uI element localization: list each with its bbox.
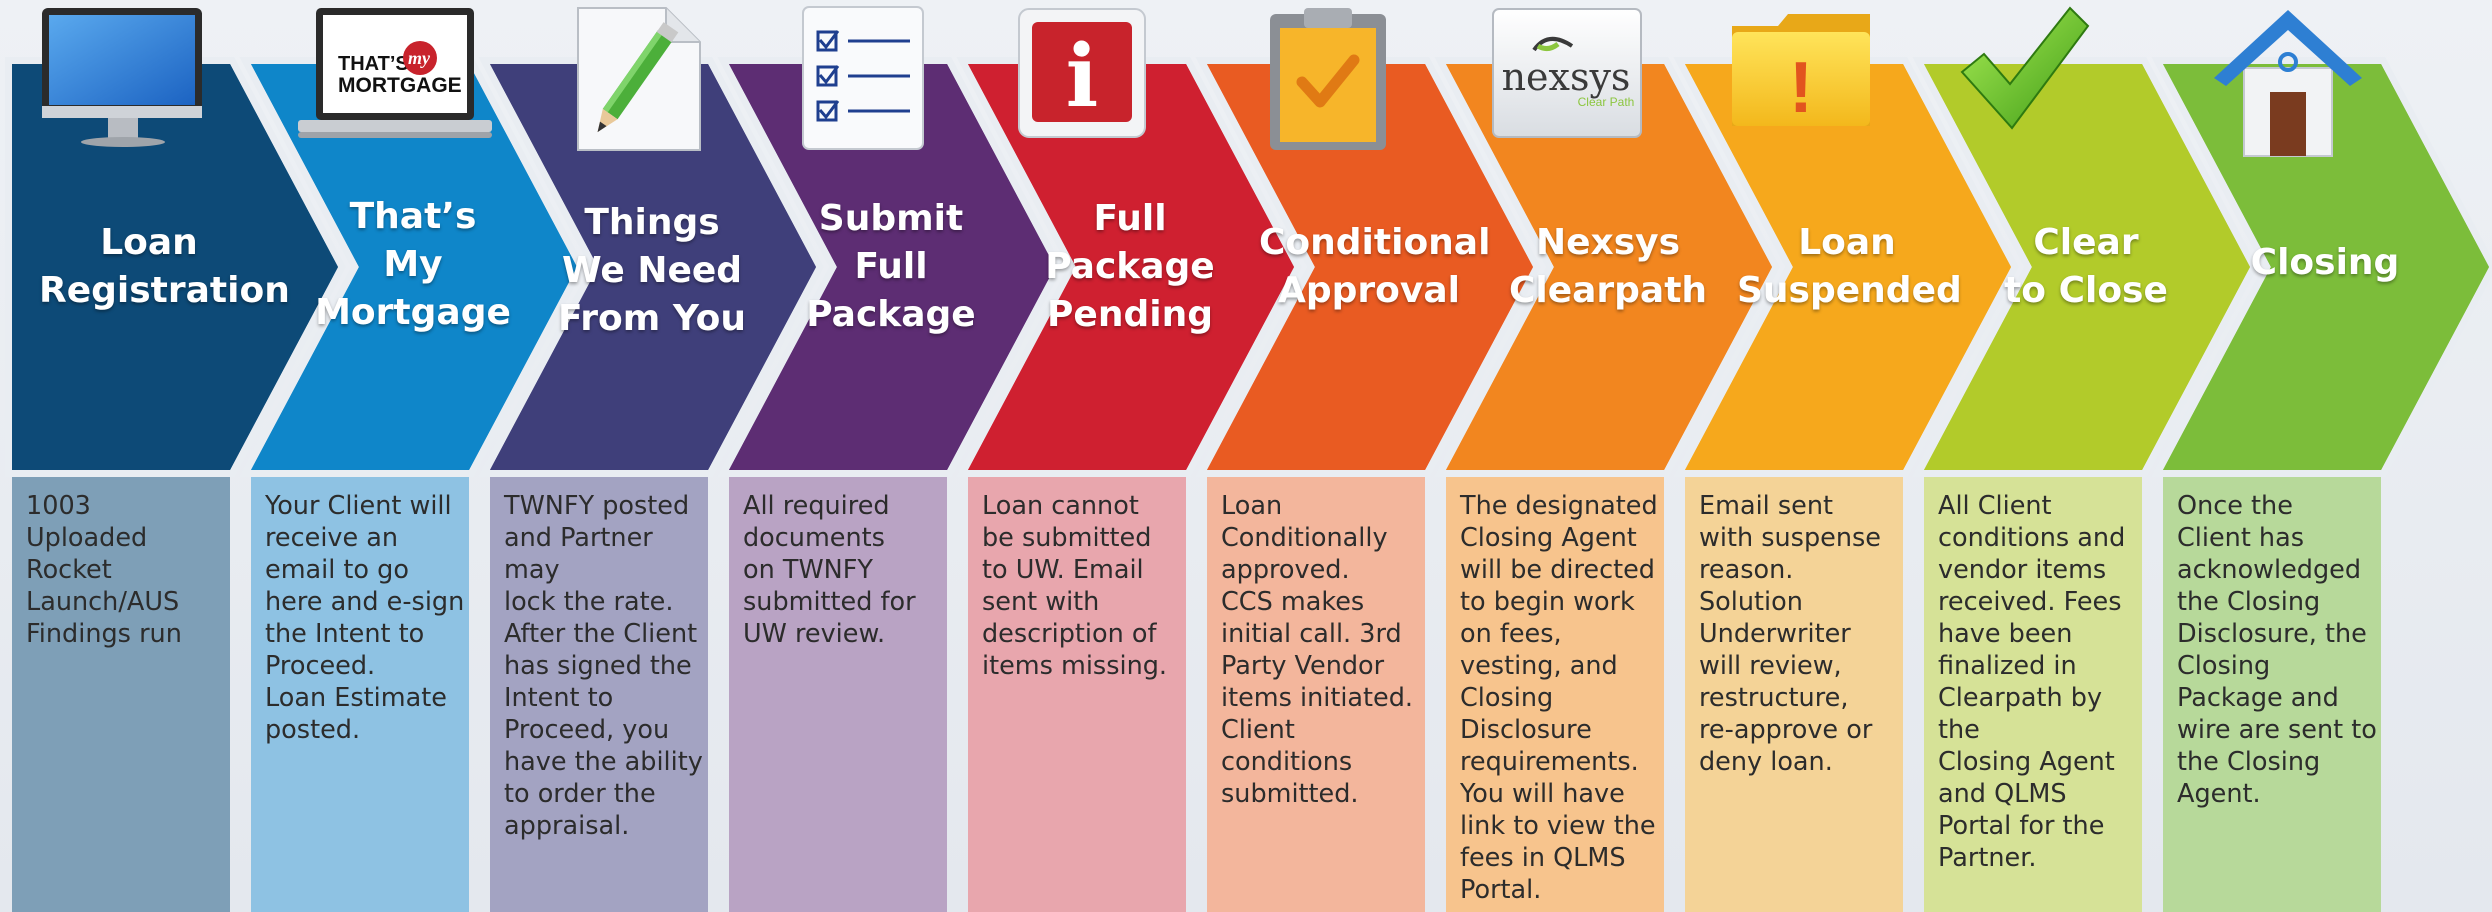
clipboard-check-icon xyxy=(1270,8,1386,150)
stage-description-panel xyxy=(729,470,947,912)
info-icon: i xyxy=(1018,8,1146,138)
stage-chevron-fill xyxy=(968,64,1294,470)
stage-description-panel xyxy=(1924,470,2142,912)
stage-title-line: Suspended xyxy=(1737,270,1962,311)
nexsys-logo-icon: nexsys Clear Path xyxy=(1492,8,1642,138)
stage-chevron-fill xyxy=(251,64,577,470)
folder-alert-icon: ! xyxy=(1732,14,1870,128)
document-pencil-icon xyxy=(577,7,701,151)
stage-description: 1003 Uploaded Rocket Launch/AUS Findings… xyxy=(26,491,182,649)
checklist-icon xyxy=(802,6,924,150)
stage-chevron-fill xyxy=(1685,64,2011,470)
stage-title-line: to Close xyxy=(2004,270,2168,311)
checkmark-icon xyxy=(1960,6,2090,130)
stage-description-panel xyxy=(968,470,1186,912)
stage-title-line: Mortgage xyxy=(315,292,511,333)
stage-description-panel xyxy=(490,470,708,912)
stage-title-line: My xyxy=(383,244,443,285)
stage-description: Email sent with suspense reason. Solutio… xyxy=(1699,491,1881,777)
thats-my-mortgage-logo-thats: THAT’S xyxy=(338,53,409,75)
stage-description-panel xyxy=(251,470,469,912)
house-icon xyxy=(2214,10,2362,157)
stage-title-line: Loan xyxy=(1798,222,1896,263)
stage-description-panel xyxy=(1446,470,1664,912)
stage-title-line: We Need xyxy=(561,250,743,291)
stage-description-panel xyxy=(12,470,230,912)
thats-my-mortgage-logo-mortgage: MORTGAGE xyxy=(338,74,462,97)
stage-chevron-fill xyxy=(1446,64,1772,470)
stage-description-panel xyxy=(1207,470,1425,912)
stage-chevron-fill xyxy=(490,64,816,470)
stage-title-line: Clearpath xyxy=(1508,270,1708,311)
alert-glyph: ! xyxy=(1789,48,1813,128)
stage-title-line: Loan xyxy=(100,222,198,263)
stage-description: Loan Conditionally approved. CCS makes i… xyxy=(1221,491,1414,809)
stage-chevron-fill xyxy=(729,64,1055,470)
thats-my-mortgage-logo-my: my xyxy=(408,48,431,68)
stage-title-line: Clear xyxy=(2033,222,2139,263)
stage-title-line: Things xyxy=(584,202,720,243)
stage-title-line: Package xyxy=(806,294,976,335)
stage-chevron-fill xyxy=(1924,64,2250,470)
stage-description: Loan cannot be submitted to UW. Email se… xyxy=(982,491,1168,681)
stage-title-line: Approval xyxy=(1278,270,1460,311)
stage-title-line: Submit xyxy=(818,198,964,239)
stage-title-line: Full xyxy=(854,246,928,287)
stage-title-line: From You xyxy=(558,298,746,339)
stage-description: TWNFY posted and Partner may lock the ra… xyxy=(504,491,703,841)
stage-title-line: Package xyxy=(1045,246,1215,287)
stage-chevron-fill xyxy=(1207,64,1533,470)
stage-title-line: Registration xyxy=(39,270,290,311)
laptop-icon: THAT’S my MORTGAGE xyxy=(298,8,492,138)
stage-title-line: That’s xyxy=(349,196,477,237)
stage-title-line: Closing xyxy=(2250,242,2400,283)
nexsys-logo-tag: Clear Path xyxy=(1578,95,1635,109)
stage-title-line: Nexsys xyxy=(1535,222,1681,263)
stage-description: All required documents on TWNFY submitte… xyxy=(743,491,916,649)
stage-description: All Client conditions and vendor items r… xyxy=(1938,491,2126,873)
stage-chevron-fill xyxy=(2163,64,2489,470)
info-glyph: i xyxy=(1066,26,1099,127)
stage-description-panel xyxy=(1685,470,1903,912)
stage-title: Clear to Close xyxy=(1976,219,2196,315)
stage-title-line: Pending xyxy=(1047,294,1213,335)
stage-description: Once the Client has acknowledged the Clo… xyxy=(2177,491,2377,809)
stage-description: Your Client will receive an email to go … xyxy=(265,491,465,745)
nexsys-logo-name: nexsys xyxy=(1502,55,1631,99)
stage-chevron-fill xyxy=(12,64,338,470)
stage-description: The designated Closing Agent will be dir… xyxy=(1460,491,1658,905)
stage-description-panel xyxy=(2163,470,2381,912)
stage-title-line: Full xyxy=(1093,198,1167,239)
stage-title-line: Conditional xyxy=(1259,222,1491,263)
stage-title: Closing xyxy=(2215,239,2435,287)
desktop-monitor-icon xyxy=(42,8,202,147)
